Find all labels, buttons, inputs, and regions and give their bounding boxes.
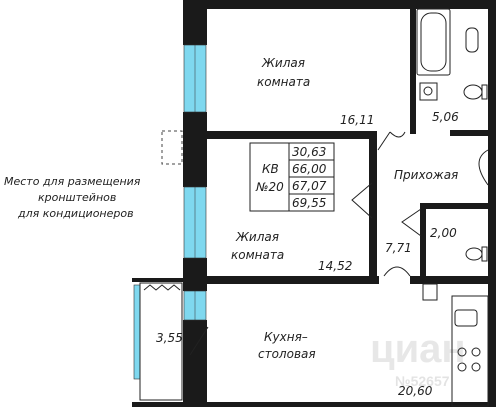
door-room-1: [377, 131, 406, 151]
wc-fixtures: [465, 246, 488, 262]
wall-balcony-top: [132, 278, 207, 282]
wall-wc-top: [420, 203, 496, 209]
room-2-name-line2: комната: [231, 248, 284, 262]
doors: [351, 131, 489, 277]
stove-burner-1: [457, 347, 467, 357]
hallway-name: Прихожая: [394, 168, 458, 182]
apartment-number: №20: [255, 180, 284, 194]
apartment-area-1: 30,63: [292, 145, 326, 159]
door-wc: [401, 208, 422, 237]
wall-left-1: [183, 0, 207, 45]
apartment-area-3: 67,07: [292, 179, 327, 193]
room-1-area: 16,11: [340, 113, 374, 127]
wall-right: [488, 0, 496, 407]
bathroom-area: 5,06: [432, 110, 459, 124]
watermark-brand: циан: [370, 327, 466, 371]
bathtub: [416, 8, 451, 76]
apartment-area-2: 66,00: [292, 162, 327, 176]
toilet-bath-tank: [481, 84, 488, 100]
kitchen-sink: [454, 309, 478, 327]
wall-middle-vertical: [369, 131, 377, 278]
kitchen-area: 20,60: [398, 384, 433, 398]
ac-note-line3: для кондиционеров: [17, 207, 134, 220]
balcony-area: 3,55: [156, 331, 183, 345]
wall-balcony-bottom: [132, 402, 207, 407]
ac-note-line2: кронштейнов: [38, 191, 116, 204]
balcony-door: [189, 326, 209, 356]
apartment-kv-label: КВ: [262, 162, 279, 176]
balcony: [139, 282, 209, 401]
kitchen-cabinet: [422, 283, 438, 301]
toilet-bath: [463, 84, 483, 100]
balcony-rail: [143, 284, 181, 291]
wall-wc-left: [420, 203, 426, 279]
bathroom-fixtures: [416, 8, 488, 101]
window-balcony: [133, 284, 141, 380]
stove-burner-2: [471, 347, 481, 357]
kitchen-name-line1: Кухня–: [264, 330, 308, 344]
balcony-outline: [139, 282, 183, 401]
wall-bath-bottom: [450, 130, 496, 136]
bathtub-inner: [420, 12, 447, 72]
apartment-info-table: [249, 142, 335, 212]
wc-area: 2,00: [430, 226, 457, 240]
stove-burner-3: [457, 362, 467, 372]
room-1-name-line1: Жилая: [261, 56, 305, 70]
kitchen-name-line2: столовая: [258, 347, 316, 361]
toilet-wc: [465, 247, 483, 261]
wall-bath-left: [410, 9, 416, 134]
wall-left-2: [183, 112, 207, 187]
wall-top: [183, 0, 496, 9]
kitchen-counter: [451, 295, 489, 407]
wall-left-3: [183, 258, 207, 291]
room-1-name-line2: комната: [257, 75, 310, 89]
ac-note-line1: Место для размещения: [4, 175, 141, 188]
sink-bath-drain: [423, 86, 433, 96]
room-2-area: 14,52: [318, 259, 352, 273]
room-2-name-line1: Жилая: [235, 230, 279, 244]
walls: [132, 0, 496, 407]
kitchen-fixtures: [422, 283, 489, 407]
towel-rail: [465, 27, 479, 53]
door-kitchen: [383, 266, 411, 277]
watermark-id: №52657: [395, 373, 450, 389]
sink-bath: [419, 82, 438, 101]
wall-room-divider: [183, 131, 369, 139]
hallway-area: 7,71: [385, 241, 412, 255]
wall-bottom: [183, 402, 496, 407]
wall-kitchen-top: [207, 276, 379, 284]
door-entrance: [478, 149, 489, 186]
toilet-wc-tank: [481, 246, 488, 262]
wall-left-4: [183, 320, 207, 407]
stove-burner-4: [471, 362, 481, 372]
apartment-area-4: 69,55: [292, 196, 326, 210]
ac-bracket-area: [161, 130, 183, 165]
wall-kitchen-top-right: [410, 276, 496, 284]
door-room-2: [351, 182, 373, 219]
